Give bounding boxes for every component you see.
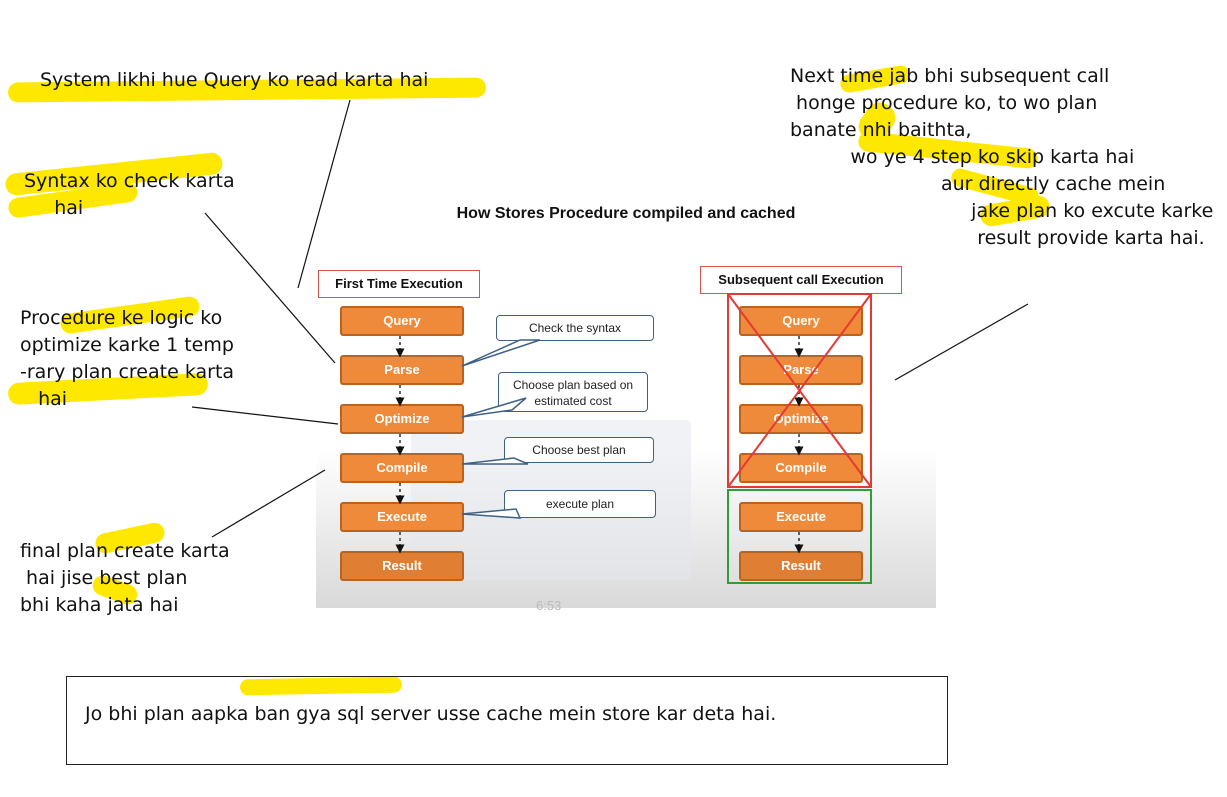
note-syntax: Syntax ko check karta hai — [24, 170, 235, 219]
video-time: 6:53 — [536, 598, 562, 613]
note-compile: final plan create karta hai jise best pl… — [20, 540, 230, 616]
cross-line-2 — [727, 293, 872, 488]
callout-choose-best-plan: Choose best plan — [504, 437, 654, 463]
slide-title: How Stores Procedure compiled and cached — [456, 205, 796, 222]
callout-execute-plan: execute plan — [504, 490, 656, 518]
subsequent-header: Subsequent call Execution — [700, 266, 902, 294]
right-step-execute: Execute — [739, 502, 863, 532]
left-step-execute: Execute — [340, 502, 464, 532]
left-step-compile: Compile — [340, 453, 464, 483]
slide-screenshot: 6:53 How Stores Procedure compiled and c… — [316, 188, 936, 613]
summary-box: Jo bhi plan aapka ban gya sql server uss… — [66, 676, 948, 765]
note-query: System likhi hue Query ko read karta hai — [40, 69, 429, 91]
note-connectors — [191, 99, 1029, 538]
right-step-parse: Parse — [739, 355, 863, 385]
left-step-query: Query — [340, 306, 464, 336]
note-subsequent: Next time jab bhi subsequent call honge … — [790, 65, 1214, 249]
callout-choose-plan-cost: Choose plan based on estimated cost — [498, 372, 648, 412]
callout-check-syntax: Check the syntax — [496, 315, 654, 341]
summary-text: Jo bhi plan aapka ban gya sql server uss… — [85, 703, 777, 725]
right-step-query: Query — [739, 306, 863, 336]
first-time-header: First Time Execution — [318, 270, 480, 298]
cached-steps-box — [727, 489, 872, 584]
note-optimize: Procedure ke logic ko optimize karke 1 t… — [20, 307, 235, 410]
callout-pointers — [461, 339, 541, 519]
skipped-steps-box — [727, 293, 872, 488]
